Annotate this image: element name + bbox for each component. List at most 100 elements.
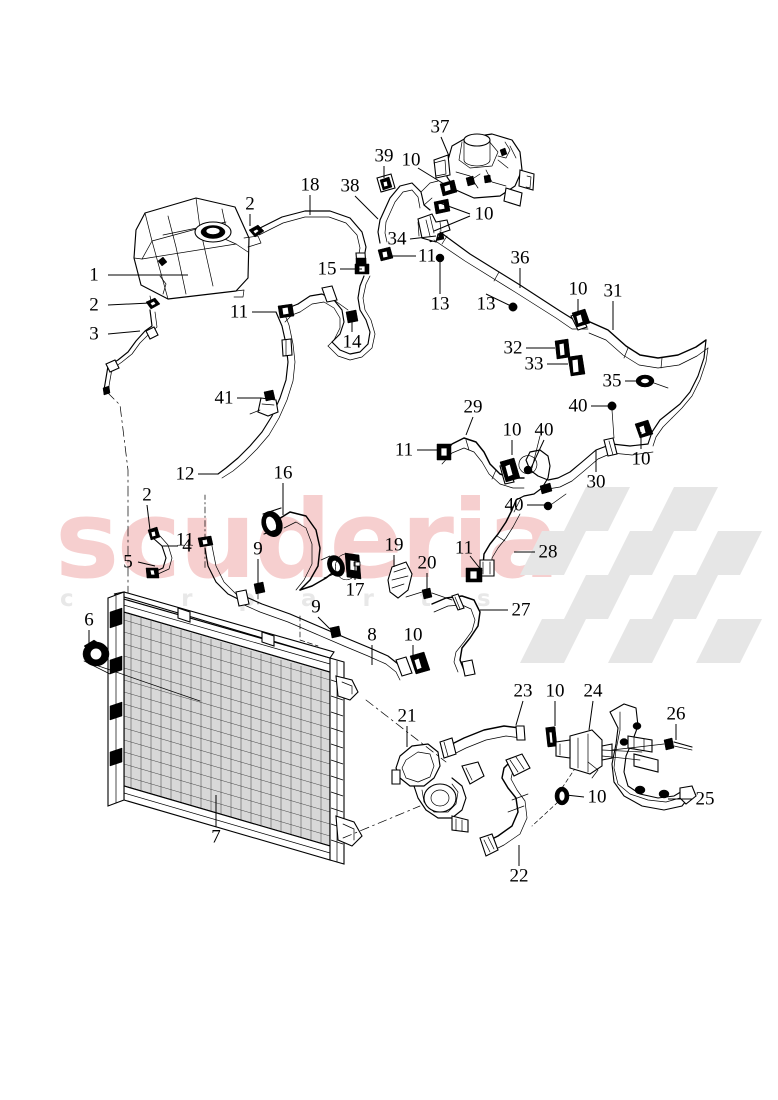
part-vent-hose-18 [257,210,367,267]
callout-number-20-c20: 20 [417,552,437,574]
callout-number-10-c10g: 10 [545,680,565,702]
part-clamp-11-a [377,246,394,262]
part-bolt-13-b [508,302,518,312]
callout-number-29-c29: 29 [463,396,483,418]
callout-number-24-c24: 24 [583,680,603,702]
callout-number-17-c17: 17 [345,579,365,601]
callout-number-2-c2c: 2 [142,484,152,506]
part-hose-22 [479,753,531,857]
leader-line-l10a [417,167,445,185]
callout-number-40-c40b: 40 [534,419,554,441]
callout-number-40-c40a: 40 [568,395,588,417]
callout-number-34-c34: 34 [387,228,407,250]
part-hose-8 [241,595,413,681]
part-hose-23 [439,725,526,759]
callout-number-36-c36: 36 [510,247,530,269]
callout-number-9-c9a: 9 [253,538,263,560]
leader-line-l10b2 [433,215,471,232]
callout-number-31-c31: 31 [603,280,623,302]
part-radiator-7 [107,591,363,865]
part-hose-4 [147,526,173,575]
callout-number-25-c25: 25 [695,788,715,810]
part-clip-10-d [571,308,591,328]
leader-line-l13b [485,293,512,307]
callout-number-13-c13b: 13 [476,293,496,315]
callout-number-35-c35: 35 [602,370,622,392]
part-hose-end-19 [387,561,413,599]
callout-number-40-c40c: 40 [504,494,524,516]
part-clamp-11-c [436,443,452,461]
callout-number-3-c3: 3 [89,323,99,345]
part-bolt-14 [333,299,359,324]
callout-number-32-c32: 32 [503,337,523,359]
part-overflow-pipe-3 [102,309,159,611]
part-mounting-bush-6 [82,639,201,702]
callout-number-38-c38: 38 [340,175,360,197]
part-clamp-2-lower [145,297,161,310]
part-hose-group-mid [279,275,376,361]
leader-line-l40b [530,439,545,469]
callout-number-10-c10h: 10 [587,786,607,808]
callout-number-21-c21: 21 [397,705,417,727]
leader-line-l38 [354,195,379,220]
callout-number-27-c27: 27 [511,599,531,621]
callout-number-11-c11d: 11 [175,529,195,551]
part-clip-10-g [409,651,431,675]
part-clamp-11-b [277,303,295,319]
part-clamp-11-e [465,567,483,583]
part-bracket-41 [249,389,279,417]
callout-number-33-c33: 33 [524,353,544,375]
callout-number-19-c19: 19 [384,534,404,556]
callout-number-11-c11a: 11 [417,245,437,267]
part-clip-10-h [545,726,558,748]
callout-number-16-c16: 16 [273,462,293,484]
callout-number-2-c2b: 2 [245,193,255,215]
leader-line-l2a [107,302,151,306]
part-hose-27 [431,593,481,677]
part-bolt-9-a [253,581,266,605]
part-clip-33 [567,354,586,377]
callout-number-4-c4: 4 [182,535,192,557]
callout-number-26-c26: 26 [666,703,686,725]
part-bolt-26 [611,737,693,751]
callout-number-41-c41: 41 [214,387,234,409]
leader-line-l10b [436,201,471,215]
part-clip-10-e [634,419,654,439]
leader-line-l3 [107,330,141,335]
callout-number-22-c22: 22 [509,865,529,887]
leader-line-l9b [317,616,331,630]
callout-number-10-c10b: 10 [474,203,494,225]
callout-number-28-c28: 28 [538,541,558,563]
callout-number-6-c6: 6 [84,609,94,631]
part-t-connector-34 [417,213,451,243]
leader-line-l24 [588,700,594,731]
callout-number-11-c11c: 11 [394,439,414,461]
part-hose-radiator-inlet [204,545,250,607]
part-hose-28 [479,509,521,577]
callout-number-10-c10a: 10 [401,149,421,171]
callout-number-13-c13a: 13 [430,293,450,315]
callout-number-23-c23: 23 [513,680,533,702]
part-hose-31 [588,321,709,447]
part-water-pump-21 [342,699,485,839]
callout-number-2-c2a: 2 [89,294,99,316]
part-thermostat-housing-37 [433,133,535,207]
part-aux-pump-24 [555,729,613,779]
callout-number-1-c1: 1 [89,264,99,286]
callout-number-30-c30: 30 [586,471,606,493]
callout-number-9-c9b: 9 [311,596,321,618]
callout-number-10-c10c: 10 [568,278,588,300]
callout-number-15-c15: 15 [317,258,337,280]
leader-line-l23 [515,700,524,726]
part-clip-10-f [499,457,521,483]
part-clip-10-i [531,751,587,827]
part-coolant-pipe-30 [547,437,654,490]
callout-number-5-c5: 5 [123,551,133,573]
part-hose-38 [377,180,439,244]
leader-line-l11e [469,555,483,572]
part-bolt-9-b [299,615,342,647]
callout-number-18-c18: 18 [300,174,320,196]
callout-number-14-c14: 14 [342,331,362,353]
leader-line-l2c [146,504,151,531]
